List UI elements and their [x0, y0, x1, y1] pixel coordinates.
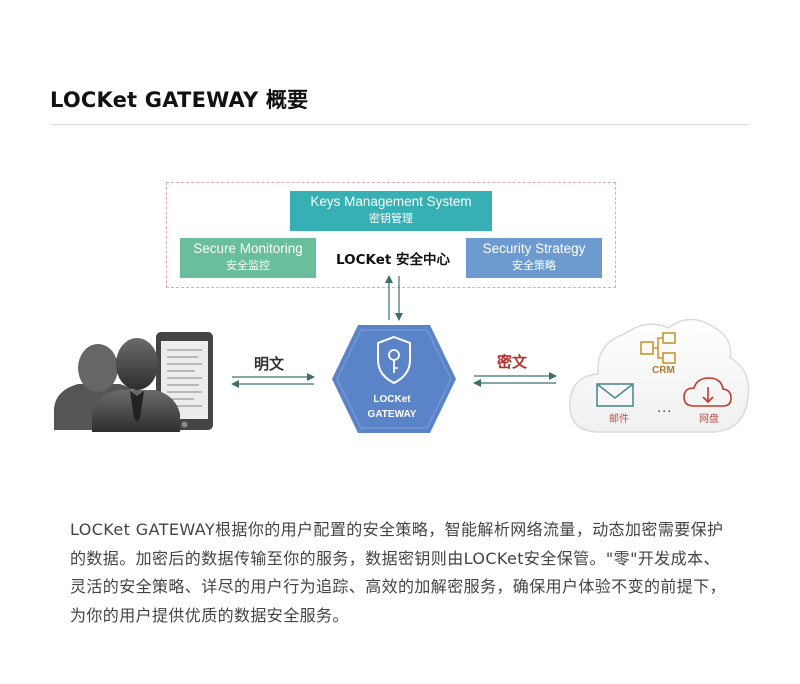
gateway-hexagon	[332, 325, 456, 433]
monitoring-box: Secure Monitoring 安全监控	[180, 238, 316, 278]
security-center-label: LOCKet 安全中心	[335, 252, 451, 268]
mail-label: 邮件	[609, 414, 629, 425]
users-device-icon	[54, 332, 213, 432]
cloud-download-icon	[683, 377, 732, 407]
kms-box: Keys Management System 密钥管理	[290, 191, 492, 231]
ciphertext-arrows	[473, 372, 557, 387]
ciphertext-label: 密文	[497, 353, 528, 371]
kms-label-en: Keys Management System	[310, 194, 472, 209]
monitoring-label-en: Secure Monitoring	[193, 241, 303, 256]
plaintext-label: 明文	[254, 355, 285, 373]
more-services-label: ···	[657, 405, 673, 420]
title-divider	[50, 124, 750, 125]
crm-label: CRM	[652, 365, 675, 376]
crm-icon	[640, 332, 676, 364]
strategy-box: Security Strategy 安全策略	[466, 238, 602, 278]
strategy-label-en: Security Strategy	[482, 241, 586, 256]
gateway-label-line2: GATEWAY	[367, 409, 417, 420]
monitoring-label-zh: 安全监控	[226, 259, 270, 272]
kms-label-zh: 密钥管理	[369, 212, 413, 225]
description-text: LOCKet GATEWAY根据你的用户配置的安全策略，智能解析网络流量，动态加…	[70, 520, 727, 625]
gateway-label: LOCKet GATEWAY	[354, 392, 430, 422]
shield-key-icon	[377, 335, 411, 385]
security-center-boundary	[166, 182, 616, 288]
disk-label: 网盘	[699, 414, 719, 425]
page-title: LOCKet GATEWAY 概要	[50, 88, 309, 112]
strategy-label-zh: 安全策略	[512, 259, 556, 272]
mail-icon	[596, 383, 634, 407]
gateway-label-line1: LOCKet	[373, 394, 411, 405]
center-gateway-arrows	[385, 275, 403, 321]
plaintext-arrows	[231, 373, 315, 388]
